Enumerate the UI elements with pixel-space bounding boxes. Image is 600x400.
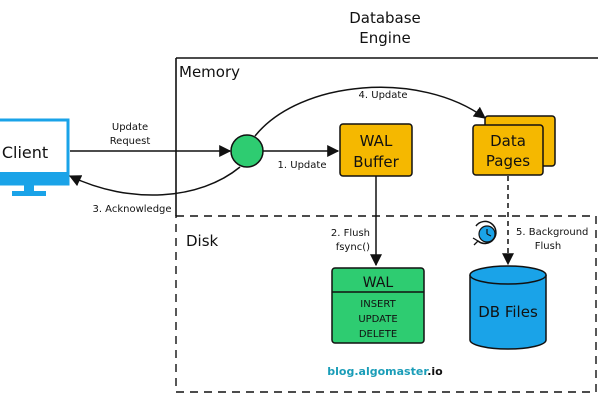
client-label: Client: [2, 143, 48, 162]
step1-label: 1. Update: [278, 160, 327, 171]
step4-label: 4. Update: [359, 90, 408, 101]
step5-line1: 5. Background: [516, 227, 588, 238]
wal-title: WAL: [363, 275, 394, 291]
data-pages-line2: Pages: [486, 152, 530, 170]
update-request-line2: Request: [110, 136, 151, 147]
cylinder-icon: [469, 265, 547, 350]
title-line2: Engine: [359, 29, 410, 47]
data-pages-line1: Data: [490, 132, 526, 150]
acknowledge-arrow: [68, 166, 241, 196]
wal-entry-delete: DELETE: [359, 329, 397, 340]
wal-box: [331, 267, 425, 344]
db-files-label: DB Files: [478, 303, 538, 321]
wal-buffer-line1: WAL: [360, 132, 393, 150]
update-request-line1: Update: [112, 122, 148, 133]
memory-region-border: [175, 57, 598, 216]
step4-arrow: [254, 86, 486, 137]
watermark-part1: blog.: [327, 365, 358, 378]
disk-region-border: [175, 215, 597, 393]
step5-line2: Flush: [535, 241, 561, 252]
acknowledge-label: 3. Acknowledge: [92, 204, 171, 215]
wal-entry-insert: INSERT: [360, 299, 396, 310]
title-line1: Database: [349, 9, 421, 27]
memory-label: Memory: [179, 63, 240, 81]
disk-label: Disk: [186, 232, 219, 250]
step2-line2: fsync(): [336, 242, 370, 253]
wal-entry-update: UPDATE: [358, 314, 397, 325]
step2-line1: 2. Flush: [331, 228, 370, 239]
watermark-part3: .io: [427, 365, 443, 378]
clock-icon: [472, 220, 497, 246]
watermark: blog.algomaster.io: [327, 365, 443, 378]
monitor-icon: [0, 118, 70, 196]
router-node: [230, 134, 264, 168]
data-pages-box: [472, 124, 544, 176]
watermark-part2: algomaster: [359, 365, 430, 378]
wal-buffer-line2: Buffer: [353, 153, 399, 171]
